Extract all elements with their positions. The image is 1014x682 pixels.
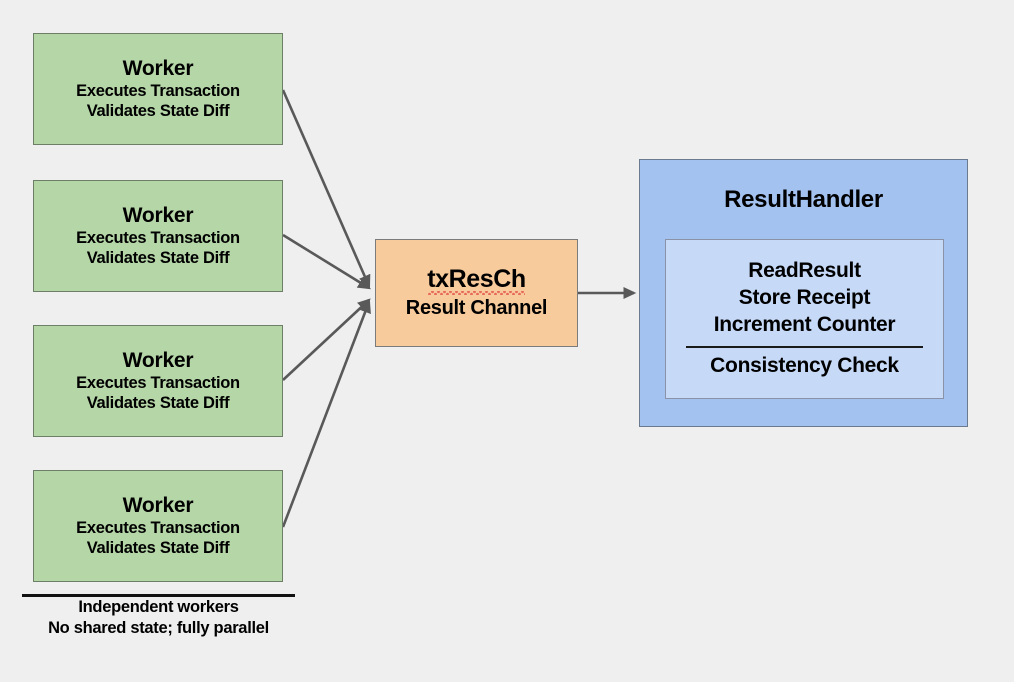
result-channel-node[interactable]: txResCh Result Channel — [375, 239, 578, 347]
edge-worker-2-to-channel — [282, 233, 371, 290]
footer-note: Independent workers No shared state; ful… — [22, 594, 295, 640]
worker-node-3[interactable]: Worker Executes Transaction Validates St… — [33, 325, 283, 437]
footer-rule — [22, 594, 295, 597]
operation-read-result: ReadResult — [748, 259, 861, 283]
worker-node-4[interactable]: Worker Executes Transaction Validates St… — [33, 470, 283, 582]
edge-worker-1-to-channel — [281, 89, 371, 289]
result-handler-title: ResultHandler — [724, 186, 883, 213]
worker-detail-executes: Executes Transaction — [76, 374, 240, 393]
worker-title: Worker — [122, 493, 194, 517]
worker-detail-validates: Validates State Diff — [86, 248, 230, 267]
worker-detail-validates: Validates State Diff — [86, 101, 230, 120]
worker-detail-validates: Validates State Diff — [86, 538, 230, 557]
worker-detail-executes: Executes Transaction — [76, 229, 240, 248]
worker-detail-executes: Executes Transaction — [76, 519, 240, 538]
worker-node-1[interactable]: Worker Executes Transaction Validates St… — [33, 33, 283, 145]
footer-note-line-1: Independent workers — [78, 598, 239, 616]
result-handler-operations-box: ReadResult Store Receipt Increment Count… — [665, 239, 944, 399]
edge-worker-4-to-channel — [281, 299, 371, 528]
footer-note-line-2: No shared state; fully parallel — [48, 619, 269, 638]
operation-consistency-check: Consistency Check — [710, 353, 899, 377]
operation-store-receipt: Store Receipt — [738, 286, 871, 310]
worker-title: Worker — [122, 56, 194, 80]
worker-title: Worker — [122, 203, 194, 227]
result-handler-node[interactable]: ResultHandler ReadResult Store Receipt I… — [639, 159, 968, 427]
worker-title: Worker — [122, 348, 194, 372]
channel-identifier: txResCh — [427, 264, 526, 295]
worker-detail-executes: Executes Transaction — [76, 82, 240, 101]
operations-divider — [686, 345, 923, 348]
worker-node-2[interactable]: Worker Executes Transaction Validates St… — [33, 180, 283, 292]
operation-increment-counter: Increment Counter — [713, 313, 896, 336]
edge-worker-3-to-channel — [282, 298, 371, 381]
channel-subtitle: Result Channel — [405, 297, 548, 320]
worker-detail-validates: Validates State Diff — [86, 393, 230, 412]
